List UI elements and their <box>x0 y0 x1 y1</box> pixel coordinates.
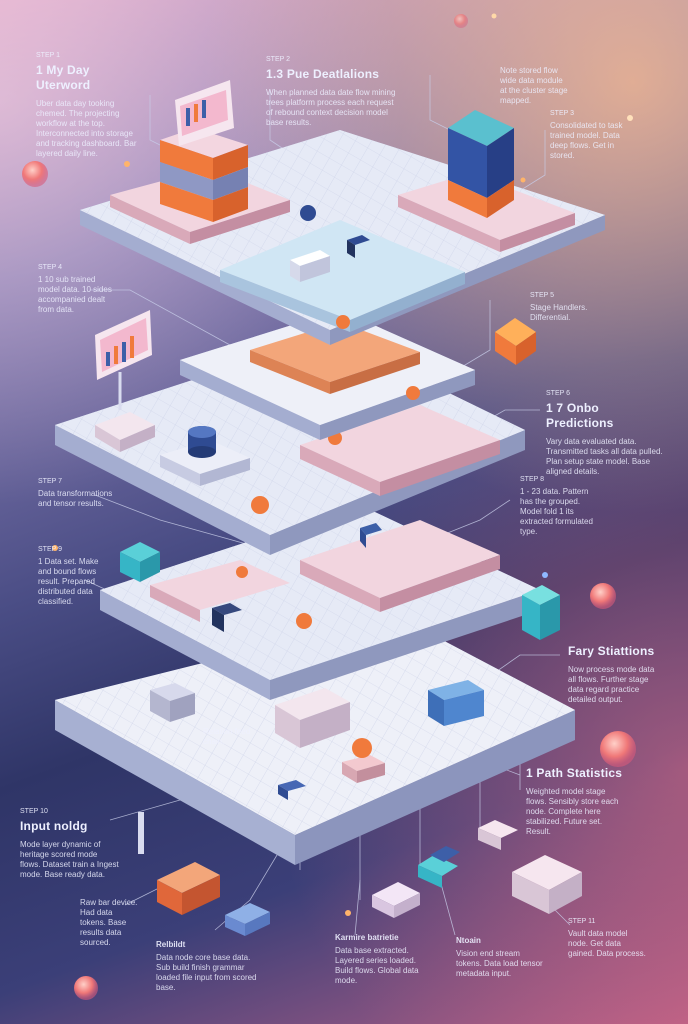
chart-sign <box>95 310 155 452</box>
label-path-statistics: 1 Path Statistics Weighted model stage f… <box>526 766 626 837</box>
label-title: Ntoain <box>456 936 481 945</box>
label-title: 1.3 Pue Deatlalions <box>266 66 380 81</box>
label-desc: Stage Handlers. Differential. <box>530 302 588 322</box>
layer-top <box>80 130 605 345</box>
step-number: STEP 10 <box>20 808 48 815</box>
label-title: Fary Stiattions <box>568 644 655 658</box>
label-bottom-center: Karmire batrietie Data base extracted. L… <box>335 933 430 986</box>
label-onbo-predictions: STEP 6 1 7 Onbo Predictions Vary data ev… <box>546 390 666 477</box>
label-desc: Vision end stream tokens. Data load tens… <box>456 949 543 978</box>
label-desc: Vault data model node. Get data gained. … <box>568 928 646 958</box>
blue-cube-server <box>448 110 514 218</box>
label-input: STEP 10 Input noldg Mode layer dynamic o… <box>20 808 120 880</box>
layer-4 <box>100 505 540 700</box>
floating-orbs <box>22 14 636 1000</box>
label-top-left: STEP 1 1 My Day Uterword Uber data day t… <box>36 52 146 159</box>
label-desc: Data node core base data. Sub build fini… <box>156 953 257 992</box>
label-title: Input noldg <box>20 818 88 833</box>
label-bottom-left: Raw bar device. Had data tokens. Base re… <box>80 898 140 948</box>
label-bottom-center-left: Relbildt Data node core base data. Sub b… <box>156 940 266 993</box>
step-number: STEP 1 <box>36 52 60 59</box>
label-center-small: Relation feed chain. <box>203 727 263 747</box>
label-desc: Consolidated to task trained model. Data… <box>550 120 623 160</box>
server-stack-orange <box>160 80 248 222</box>
label-fary-stiattions: Fary Stiattions Now process mode data al… <box>568 644 658 705</box>
label-desc: Raw bar device. Had data tokens. Base re… <box>80 898 138 947</box>
step-number: STEP 8 <box>520 476 544 483</box>
step-number: STEP 3 <box>550 110 574 117</box>
label-desc: Mode layer dynamic of heritage scored mo… <box>20 839 119 879</box>
step-number: STEP 11 <box>568 918 596 925</box>
label-bottom-center-right: Ntoain Vision end stream tokens. Data lo… <box>456 936 546 979</box>
label-desc: Vary data evaluated data. Transmitted ta… <box>546 436 663 476</box>
label-title: 1 7 Onbo Predictions <box>546 400 614 430</box>
label-desc: Uber data day tooking chemed. The projec… <box>36 98 137 158</box>
layer-base <box>55 615 575 865</box>
label-left-1: STEP 4 1 10 sub trained model data. 10 s… <box>38 264 118 315</box>
label-desc: 1 Data set. Make and bound flows result.… <box>38 556 99 606</box>
label-title: Karmire batrietie <box>335 933 399 942</box>
step-number: STEP 9 <box>38 546 62 553</box>
label-left-2: STEP 7 Data transformations and tensor r… <box>38 478 113 509</box>
label-title: 1 Path Statistics <box>526 766 623 780</box>
label-bottom-right: STEP 11 Vault data model node. Get data … <box>568 918 648 959</box>
label-title: Relbildt <box>156 940 186 949</box>
label-left-3: STEP 9 1 Data set. Make and bound flows … <box>38 546 108 607</box>
label-right-2: STEP 8 1 - 23 data. Pattern has the grou… <box>520 476 600 537</box>
label-desc: Weighted model stage flows. Sensibly sto… <box>526 787 619 836</box>
layer-2 <box>180 310 475 440</box>
label-desc: Now process mode data all flows. Further… <box>568 665 655 704</box>
step-number: STEP 5 <box>530 292 554 299</box>
step-number: STEP 6 <box>546 390 570 397</box>
label-top-right-b: STEP 3 Consolidated to task trained mode… <box>550 110 630 161</box>
step-number: STEP 7 <box>38 478 62 485</box>
label-desc: Data base extracted. Layered series load… <box>335 946 419 985</box>
label-desc: 1 10 sub trained model data. 10 sides ac… <box>38 274 112 314</box>
label-desc: Relation feed chain. <box>203 727 251 746</box>
label-desc: 1 - 23 data. Pattern has the grouped. Mo… <box>520 486 593 536</box>
label-right-mid: STEP 5 Stage Handlers. Differential. <box>530 292 610 323</box>
step-number: STEP 4 <box>38 264 62 271</box>
label-top-right-a: Note stored flow wide data module at the… <box>500 66 570 106</box>
label-title: 1 My Day Uterword <box>36 62 91 92</box>
step-number: STEP 2 <box>266 56 290 63</box>
label-desc: When planned data date flow mining trees… <box>266 87 396 127</box>
label-top-center: STEP 2 1.3 Pue Deatlalions When planned … <box>266 56 396 128</box>
label-desc: Note stored flow wide data module at the… <box>500 66 568 105</box>
floating-cubes <box>120 318 582 936</box>
label-desc: Data transformations and tensor results. <box>38 488 113 508</box>
